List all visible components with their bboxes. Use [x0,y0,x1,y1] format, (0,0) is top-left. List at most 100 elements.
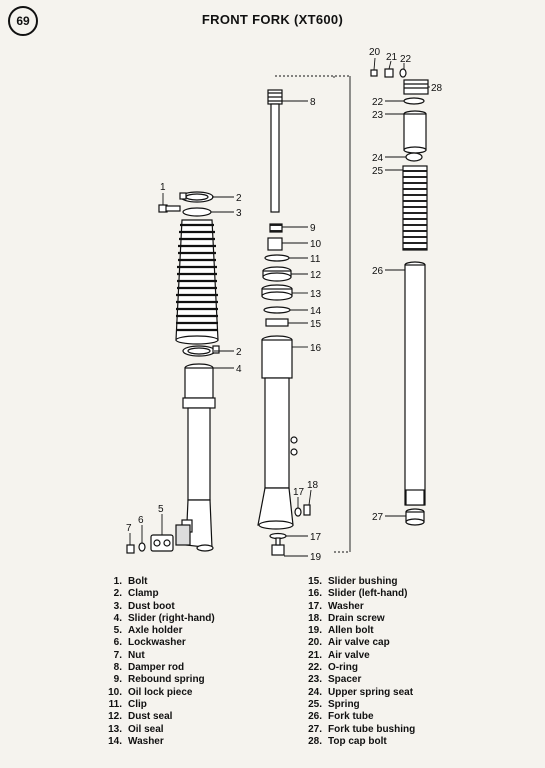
callout-14: 14 [310,306,322,317]
legend-row: 22.O-ring [308,662,358,674]
callout-16: 16 [310,343,322,354]
legend-row: 12.Dust seal [108,711,173,723]
o-ring-top-part [399,68,407,78]
callout-2: 2 [236,193,242,204]
washer-side-part [294,507,302,517]
callout-15: 15 [310,319,322,330]
left-slider-assembly [257,89,311,556]
callout-17-bottom: 17 [310,532,322,543]
clamp-part-lower [182,345,220,357]
air-valve-part [384,68,394,78]
callout-22-lower: 22 [372,97,384,108]
spacer-part [403,110,427,154]
upper-spring-seat-part [405,152,423,162]
legend-row: 20.Air valve cap [308,637,390,649]
oil-lock-piece-part [267,237,283,251]
slider-bushing-part [265,318,289,327]
legend-row: 4.Slider (right-hand) [113,612,215,624]
legend-row: 24.Upper spring seat [308,686,414,698]
callout-26: 26 [372,266,384,277]
dust-boot-part [175,219,219,345]
allen-bolt-part [271,537,285,556]
legend-row: 28.Top cap bolt [308,735,387,747]
rebound-spring-part [269,223,283,233]
parts-legend-right: 15.Slider bushing 16.Slider (left-hand) … [296,576,415,748]
legend-row: 13.Oil seal [108,723,164,735]
lockwasher-part [138,542,146,552]
parts-legend-left: 1.Bolt 2.Clamp 3.Dust boot 4.Slider (rig… [96,576,215,748]
assembly-guide-lines [275,75,351,553]
washer-part [263,306,291,314]
fork-tube-part [404,261,426,506]
legend-row: 8.Damper rod [113,662,185,674]
right-slider-assembly [126,191,220,554]
exploded-fork-diagram: 1 2 3 2 4 5 6 7 8 9 10 11 12 13 14 15 16… [126,47,443,563]
callout-8: 8 [310,97,316,108]
fork-tube-assembly [370,68,429,526]
callout-20: 20 [369,47,381,58]
legend-row: 17.Washer [308,600,364,612]
nut-part [126,544,135,554]
slider-right-part [175,363,216,552]
damper-rod-part [267,89,283,213]
top-cap-bolt-part [403,79,429,95]
axle-holder-part [150,534,174,552]
oil-seal-part [261,284,293,301]
callout-19: 19 [310,552,322,563]
legend-row: 1.Bolt [113,576,148,587]
legend-row: 10.Oil lock piece [108,686,193,698]
clamp-part-top [179,191,214,203]
o-ring-part [403,97,425,105]
callout-7: 7 [126,523,132,534]
legend-row: 14.Washer [108,735,164,747]
callout-6: 6 [138,515,144,526]
legend-row: 23.Spacer [308,674,362,686]
callout-24: 24 [372,153,384,164]
legend-row: 27.Fork tube bushing [308,723,416,735]
legend-row: 25.Spring [308,698,360,710]
callout-28: 28 [431,83,443,94]
callout-25: 25 [372,166,384,177]
callout-11: 11 [310,254,321,265]
fork-tube-bushing-part [405,508,425,526]
air-valve-cap-part [370,69,378,77]
callout-9: 9 [310,223,316,234]
legend-row: 2.Clamp [113,588,159,600]
callout-23: 23 [372,110,384,121]
legend-row: 9.Rebound spring [113,674,205,686]
callout-12: 12 [310,270,322,281]
figure-number: 69 [8,6,38,36]
callout-4: 4 [236,364,242,375]
spring-part [402,165,428,251]
leader-lines [129,57,430,557]
bolt-part [158,204,181,213]
figure-title: FRONT FORK (XT600) [201,12,344,27]
legend-row: 6.Lockwasher [113,637,186,649]
callout-13: 13 [310,289,322,300]
drain-screw-part [303,504,311,516]
legend-row: 5.Axle holder [113,625,183,637]
callout-5: 5 [158,504,164,515]
legend-row: 26.Fork tube [308,711,374,723]
callout-18: 18 [307,480,319,491]
slider-left-part [257,335,298,530]
legend-row: 19.Allen bolt [308,625,374,637]
legend-row: 16.Slider (left-hand) [308,588,408,600]
callout-1: 1 [160,182,166,193]
callout-21: 21 [386,52,398,63]
callout-22: 22 [400,54,412,65]
dust-seal-part [262,266,292,282]
clip-part [264,254,290,262]
legend-row: 7.Nut [113,649,145,661]
dust-boot-collar [182,207,212,217]
callout-3: 3 [236,208,242,219]
legend-row: 3.Dust boot [113,600,175,612]
legend-row: 15.Slider bushing [308,576,398,587]
legend-row: 21.Air valve [308,649,370,661]
callout-27: 27 [372,512,384,523]
legend-row: 11.Clip [108,698,147,710]
callout-17: 17 [293,487,305,498]
legend-row: 18.Drain screw [308,612,385,624]
callout-10: 10 [310,239,322,250]
